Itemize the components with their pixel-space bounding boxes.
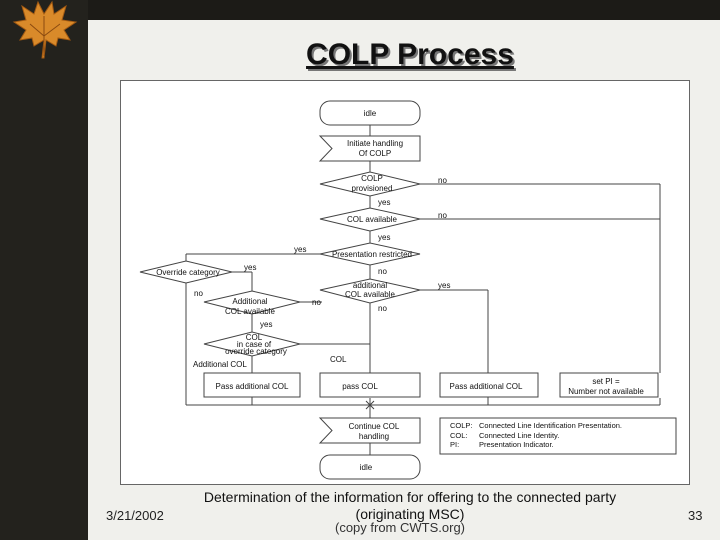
page-number: 33 xyxy=(688,508,703,523)
initiate-handling-label-1: Initiate handling xyxy=(347,139,403,148)
override-category-label: Override category xyxy=(156,268,220,277)
pass-col-box xyxy=(319,372,421,398)
slide-date: 3/21/2002 xyxy=(106,508,164,523)
set-pi-box xyxy=(559,372,659,398)
presentation-restricted-label: Presentation restricted xyxy=(332,250,412,259)
branch-label-yes: yes xyxy=(378,198,390,207)
idle-end-label: idle xyxy=(360,463,373,472)
branch-label-no: no xyxy=(194,289,203,298)
pass-additional-col-left-label: Pass additional COL xyxy=(216,382,289,391)
continue-col-handling-label-1: Continue COL xyxy=(349,422,400,431)
page-title: COLP Process xyxy=(306,38,514,71)
additional-col-left-label-2: COL available xyxy=(225,307,276,316)
legend-value-colp: Connected Line Identification Presentati… xyxy=(479,421,622,430)
branch-label-yes: yes xyxy=(378,233,390,242)
initiate-handling-label-2: Of COLP xyxy=(359,149,391,158)
additional-col-available-left-decision xyxy=(203,290,301,315)
idle-start-shape xyxy=(319,100,421,126)
additional-col-left-label-1: Additional xyxy=(232,297,267,306)
pass-additional-col-right-label: Pass additional COL xyxy=(450,382,523,391)
branch-label-no: no xyxy=(378,267,387,276)
legend-value-pi: Presentation Indicator. xyxy=(479,440,554,449)
additional-col-center-label-2: COL available xyxy=(345,290,396,299)
additional-col-available-center-decision xyxy=(319,278,421,304)
col-override-label-1: COL xyxy=(246,333,263,342)
legend-value-col: Connected Line Identity. xyxy=(479,431,559,440)
branch-label-yes: yes xyxy=(438,281,450,290)
colp-provisioned-label-1: COLP xyxy=(361,174,383,183)
legend-key-pi: PI: xyxy=(450,440,459,449)
diagram-caption: Determination of the information for off… xyxy=(150,489,670,523)
set-pi-label-2: Number not available xyxy=(568,387,644,396)
branch-label-yes: yes xyxy=(294,245,306,254)
branch-label-no: no xyxy=(378,304,387,313)
col-override-decision xyxy=(203,331,301,357)
branch-label-no: no xyxy=(438,211,447,220)
pass-additional-col-left-box xyxy=(203,372,301,398)
branch-label-yes: yes xyxy=(260,320,272,329)
colp-provisioned-label-2: provisioned xyxy=(352,184,393,193)
branch-label-col: COL xyxy=(330,355,347,364)
col-override-label-2: in case of xyxy=(237,340,272,349)
additional-col-center-label-1: additional xyxy=(353,281,387,290)
continue-col-handling-label-2: handling xyxy=(359,432,389,441)
merge-arrow-icon xyxy=(365,400,375,410)
copy-note: (copy from CWTS.org) xyxy=(334,520,465,535)
branch-label-no: no xyxy=(438,176,447,185)
presentation-restricted-decision xyxy=(319,242,421,266)
initiate-handling-shape xyxy=(318,135,421,162)
colp-provisioned-decision xyxy=(319,171,421,197)
branch-label-additional-col: Additional COL xyxy=(193,360,247,369)
col-available-label: COL available xyxy=(347,215,398,224)
caption-line-1: Determination of the information for off… xyxy=(203,489,617,505)
continue-col-handling-shape xyxy=(318,417,421,444)
pass-additional-col-right-box xyxy=(439,372,539,398)
left-decorative-strip xyxy=(0,0,88,540)
branch-label-yes: yes xyxy=(244,263,256,272)
legend-key-colp: COLP: xyxy=(450,421,473,430)
col-available-decision xyxy=(319,207,421,232)
pass-col-label: pass COL xyxy=(342,382,378,391)
idle-end-shape xyxy=(319,454,421,480)
page-title-shadow: COLP Process xyxy=(308,40,516,73)
override-category-decision xyxy=(139,260,233,284)
legend-key-col: COL: xyxy=(450,431,468,440)
col-override-label-3: override category xyxy=(225,347,287,356)
branch-label-no: no xyxy=(312,298,321,307)
legend-box xyxy=(439,417,677,455)
set-pi-label-1: set PI = xyxy=(592,377,620,386)
idle-start-label: idle xyxy=(364,109,377,118)
maple-leaf-icon xyxy=(12,0,78,59)
caption-line-2: (originating MSC) xyxy=(355,506,465,522)
